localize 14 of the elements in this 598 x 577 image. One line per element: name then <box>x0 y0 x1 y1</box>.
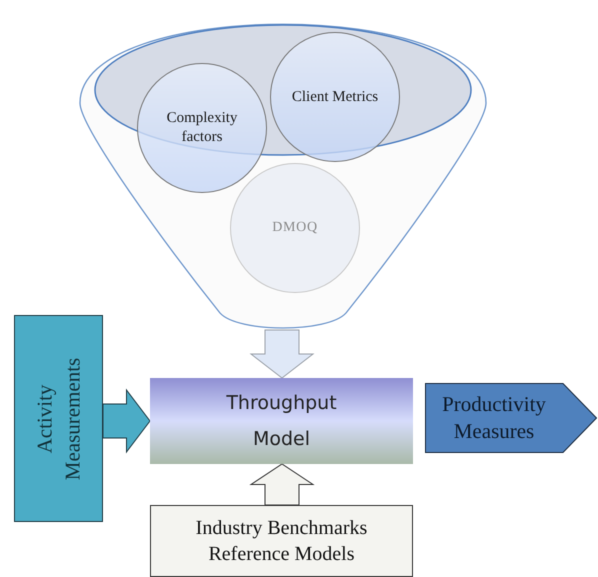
node-label: Complexity factors <box>166 109 238 147</box>
node-label: Industry Benchmarks Reference Models <box>194 516 368 567</box>
node-label: DMOQ <box>272 219 318 237</box>
node-label: Productivity Measures <box>442 392 546 443</box>
node-label: Throughput Model <box>225 390 338 452</box>
block-arrow <box>102 388 151 454</box>
model-box <box>150 378 413 464</box>
benchmark-box <box>150 505 413 577</box>
block-arrow <box>250 330 314 379</box>
block-arrow <box>249 463 315 506</box>
input-box <box>14 315 103 522</box>
output-pentagon <box>425 383 597 453</box>
node-label: Activity Measurements <box>32 357 84 480</box>
node-label: Client Metrics <box>292 88 378 106</box>
